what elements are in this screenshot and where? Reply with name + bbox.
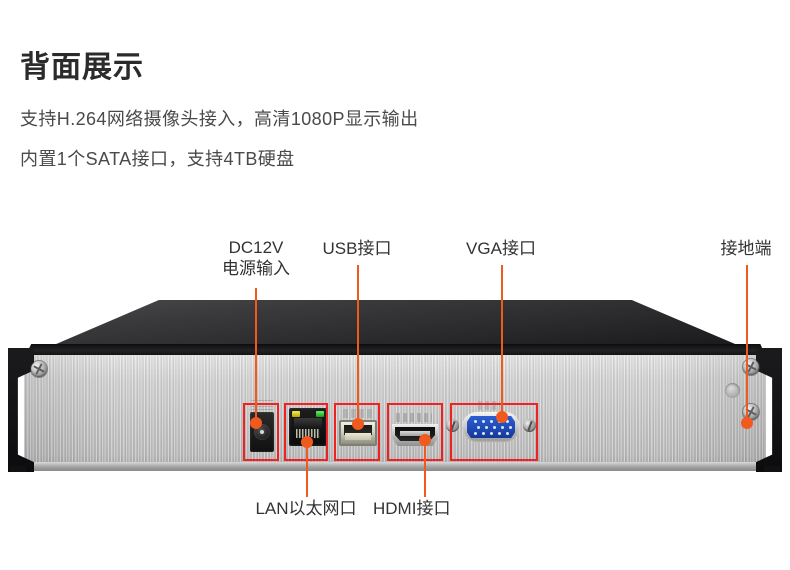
leader-dot-usb bbox=[352, 418, 364, 430]
callout-ground: 接地端 bbox=[720, 239, 772, 258]
vga-pin bbox=[490, 420, 493, 423]
vga-pin bbox=[501, 426, 504, 429]
rj45-contacts bbox=[296, 429, 320, 438]
dc-jack-pin bbox=[260, 430, 264, 434]
leader-dot-dc-power bbox=[250, 417, 262, 429]
vga-pin bbox=[482, 432, 485, 435]
vga-pin bbox=[498, 432, 501, 435]
leader-dot-ground bbox=[741, 417, 753, 429]
leader-dot-lan bbox=[301, 436, 313, 448]
spec-line-2: 内置1个SATA接口，支持4TB硬盘 bbox=[20, 149, 295, 169]
highlight-box-vga bbox=[450, 403, 538, 461]
leader-dot-vga bbox=[496, 411, 508, 423]
highlight-box-hdmi bbox=[387, 403, 443, 461]
usb-contact-blade bbox=[345, 433, 371, 440]
dc-silkscreen-label bbox=[251, 400, 273, 410]
callout-usb: USB接口 bbox=[322, 239, 392, 258]
vga-pin bbox=[482, 420, 485, 423]
callout-hdmi: HDMI接口 bbox=[373, 499, 451, 518]
chassis-foot-left bbox=[10, 466, 26, 472]
lan-activity-led bbox=[292, 411, 300, 417]
vga-pin bbox=[485, 426, 488, 429]
usb-cavity bbox=[344, 425, 372, 435]
callout-lan: LAN以太网口 bbox=[255, 499, 357, 518]
callout-dc-power: DC12V 电源输入 bbox=[196, 237, 316, 279]
leader-line-hdmi bbox=[424, 440, 426, 497]
ground-terminal[interactable] bbox=[725, 383, 740, 398]
highlight-box-dc-power bbox=[243, 403, 279, 461]
leader-dot-hdmi bbox=[419, 434, 431, 446]
vga-pin bbox=[493, 426, 496, 429]
callout-vga: VGA接口 bbox=[466, 239, 536, 258]
lan-link-led bbox=[316, 411, 324, 417]
vga-pin bbox=[509, 426, 512, 429]
leader-line-usb bbox=[357, 265, 359, 423]
chassis-top-lip bbox=[24, 344, 767, 358]
chassis-foot-right bbox=[764, 466, 780, 472]
panel-bottom-edge bbox=[24, 462, 766, 471]
dc-jack-body bbox=[250, 412, 274, 452]
spec-line-1: 支持H.264网络摄像头接入，高清1080P显示输出 bbox=[20, 109, 419, 129]
leader-line-lan bbox=[306, 442, 308, 497]
vga-pin bbox=[506, 420, 509, 423]
hdmi-tongue bbox=[400, 431, 430, 436]
vga-silkscreen-label bbox=[478, 401, 500, 410]
leader-line-dc-power bbox=[255, 288, 257, 423]
leader-line-ground bbox=[746, 265, 748, 423]
vga-jackscrew-left bbox=[446, 419, 459, 432]
page-title: 背面展示 bbox=[20, 51, 144, 84]
callout-dc-power-line1: DC12V bbox=[228, 238, 284, 257]
vga-jackscrew-right bbox=[523, 419, 536, 432]
vga-pin bbox=[474, 432, 477, 435]
rj45-cavity bbox=[294, 418, 322, 430]
vga-pin bbox=[477, 426, 480, 429]
hdmi-silkscreen-label bbox=[396, 413, 432, 422]
leader-line-vga bbox=[501, 265, 503, 417]
vga-pin bbox=[490, 432, 493, 435]
vga-pin bbox=[474, 420, 477, 423]
bracket-screw-left bbox=[31, 361, 47, 377]
vga-pin bbox=[506, 432, 509, 435]
callout-dc-power-line2: 电源输入 bbox=[222, 259, 290, 278]
